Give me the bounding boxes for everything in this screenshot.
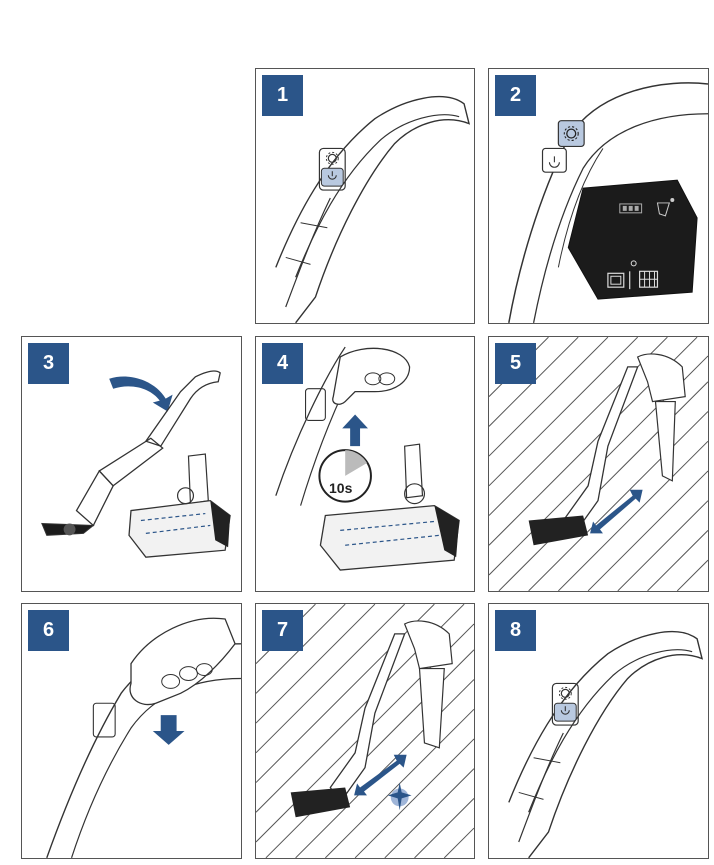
gear-icon (558, 686, 572, 700)
floor-cleaning-illustration (489, 337, 708, 591)
arrow-icon (590, 489, 643, 534)
step-8-panel: 8 (488, 603, 709, 859)
step-6-panel: 6 (21, 603, 242, 859)
step-number-badge: 3 (28, 343, 69, 384)
tank-icon (607, 272, 625, 288)
arrow-icon (354, 754, 407, 796)
timer-label: 10s (329, 480, 353, 496)
step-number-badge: 5 (495, 343, 536, 384)
step-5-panel: 5 (488, 336, 709, 592)
dock-vacuum-illustration (41, 370, 231, 558)
power-button[interactable] (553, 702, 577, 722)
display-panel (567, 179, 698, 300)
power-button[interactable] (320, 167, 344, 187)
hold-button-illustration (275, 346, 460, 571)
step-number-badge: 7 (262, 610, 303, 651)
step-number-badge: 4 (262, 343, 303, 384)
gear-icon (325, 151, 339, 165)
arrow-icon (342, 414, 368, 447)
step-number-badge: 1 (262, 75, 303, 116)
power-icon (327, 171, 337, 180)
battery-icon (619, 203, 643, 214)
step-1-panel: 1 (255, 68, 475, 324)
floor-cleaning-illustration (256, 604, 474, 858)
step-number-badge: 2 (495, 75, 536, 116)
hand-icon (332, 347, 411, 405)
arrow-icon (109, 376, 173, 412)
power-icon (560, 706, 570, 715)
step-number-badge: 6 (28, 610, 69, 651)
mode-icon (639, 270, 659, 288)
press-button-illustration (46, 617, 241, 858)
handle-illustration (508, 631, 704, 858)
handle-illustration (275, 96, 471, 323)
step-3-panel: 3 (21, 336, 242, 592)
power-icon (548, 156, 560, 168)
hand-icon (129, 617, 236, 706)
arrow-icon (152, 715, 185, 745)
gear-button[interactable] (557, 120, 585, 148)
sparkle-icon (387, 782, 412, 811)
step-number-badge: 8 (495, 610, 536, 651)
step-4-panel: 4 10s (255, 336, 475, 592)
step-2-panel: 2 (488, 68, 709, 324)
gear-icon (563, 126, 579, 142)
timer-icon (318, 449, 372, 503)
handle-closeup-illustration (508, 82, 708, 323)
brush-clean-icon (656, 197, 675, 217)
step-7-panel: 7 (255, 603, 475, 859)
